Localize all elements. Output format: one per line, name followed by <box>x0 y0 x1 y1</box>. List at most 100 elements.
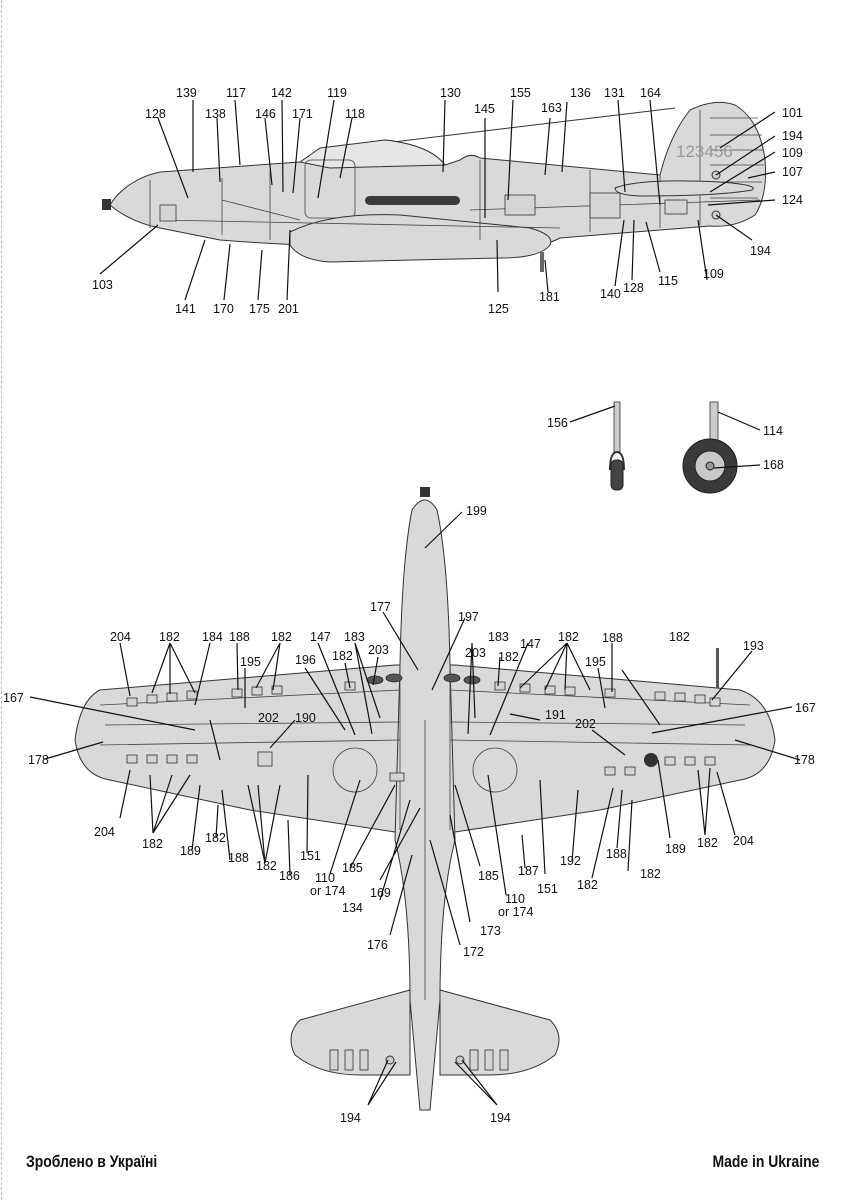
callout: 204 <box>110 630 131 644</box>
canopy <box>298 139 446 169</box>
callout: 141 <box>175 302 196 316</box>
panel <box>504 194 536 216</box>
spinner-tip <box>102 199 111 210</box>
main-gear <box>682 401 738 494</box>
callout: 128 <box>623 281 644 295</box>
callout: 167 <box>795 701 816 715</box>
stencil-dark-circle <box>644 753 658 767</box>
callout: 182 <box>498 650 519 664</box>
callout: 128 <box>145 107 166 121</box>
callout: 188 <box>229 630 250 644</box>
nose-gear <box>609 401 625 491</box>
footer-made-in-ukraine-en: Made in Ukraine <box>712 1152 819 1171</box>
callout: 147 <box>520 637 541 651</box>
callout: 107 <box>782 165 803 179</box>
callout: 182 <box>159 630 180 644</box>
callout: 182 <box>669 630 690 644</box>
callout: 151 <box>300 849 321 863</box>
callout: 173 <box>480 924 501 938</box>
callout: 185 <box>478 869 499 883</box>
callout: 182 <box>332 649 353 663</box>
tail-wheel-strut <box>540 252 544 272</box>
bottom-view-callouts: 199 177 197 204 182 184 188 182 147 183 … <box>3 504 816 1125</box>
panel <box>664 199 688 215</box>
antenna-wire <box>359 107 676 147</box>
cockpit-door <box>304 159 356 219</box>
callout: 117 <box>226 86 246 100</box>
callout: 202 <box>258 711 279 725</box>
callout: 178 <box>28 753 49 767</box>
callout: 103 <box>92 278 113 292</box>
callout: 191 <box>545 708 566 722</box>
panel <box>159 204 177 222</box>
callout: 182 <box>256 859 277 873</box>
callout: 183 <box>488 630 509 644</box>
callout: 182 <box>558 630 579 644</box>
side-view-callouts: 139 117 142 119 130 155 136 131 164 101 … <box>92 86 803 316</box>
callout: or 174 <box>498 905 533 919</box>
callout: 193 <box>743 639 764 653</box>
callout: 145 <box>474 102 495 116</box>
antenna-mast <box>716 648 719 688</box>
callout: 194 <box>340 1111 361 1125</box>
callout: 131 <box>604 86 625 100</box>
callout: 138 <box>205 107 226 121</box>
exhaust-stacks <box>365 196 460 205</box>
panel <box>589 192 621 219</box>
callout: 114 <box>763 424 783 438</box>
callout: 125 <box>488 302 509 316</box>
callout: 134 <box>342 901 363 915</box>
callout: 201 <box>278 302 299 316</box>
callout: 190 <box>295 711 316 725</box>
callout: 164 <box>640 86 661 100</box>
callout: 147 <box>310 630 331 644</box>
callout: 192 <box>560 854 581 868</box>
callout: 194 <box>490 1111 511 1125</box>
callout: 189 <box>665 842 686 856</box>
tail-number: 123456 <box>676 142 733 161</box>
callout: 118 <box>345 107 365 121</box>
callout: 130 <box>440 86 461 100</box>
callout: 189 <box>180 844 201 858</box>
callout: 185 <box>342 861 363 875</box>
callout: 109 <box>782 146 803 160</box>
callout: 172 <box>463 945 484 959</box>
callout: 182 <box>205 831 226 845</box>
callout: 199 <box>466 504 487 518</box>
callout: 136 <box>570 86 591 100</box>
side-view-leaders <box>99 99 776 301</box>
callout: or 174 <box>310 884 345 898</box>
footer-made-in-ukraine-ua: Зроблено в Україні <box>26 1152 158 1171</box>
callout: 188 <box>228 851 249 865</box>
callout: 155 <box>510 86 531 100</box>
callout: 182 <box>271 630 292 644</box>
callout: 139 <box>176 86 197 100</box>
callout: 167 <box>3 691 24 705</box>
callout: 204 <box>733 834 754 848</box>
callout: 142 <box>271 86 292 100</box>
side-view: 123456 <box>102 101 766 272</box>
callout: 187 <box>518 864 539 878</box>
callout: 194 <box>782 129 803 143</box>
bottom-view-leaders <box>29 511 801 1106</box>
callout: 203 <box>465 646 486 660</box>
callout: 183 <box>344 630 365 644</box>
callout: 156 <box>547 416 568 430</box>
callout: 182 <box>697 836 718 850</box>
spinner-tip <box>420 487 430 497</box>
callout: 195 <box>240 655 261 669</box>
callout: 101 <box>782 106 803 120</box>
callout: 171 <box>292 107 313 121</box>
callout: 110 <box>505 892 525 906</box>
callout: 188 <box>602 631 623 645</box>
callout: 110 <box>315 871 335 885</box>
callout: 169 <box>370 886 391 900</box>
callout: 124 <box>782 193 803 207</box>
callout: 177 <box>370 600 391 614</box>
gear-leaders: 156 114 168 <box>547 405 784 472</box>
callout: 175 <box>249 302 270 316</box>
callout: 182 <box>142 837 163 851</box>
callout: 196 <box>295 653 316 667</box>
callout: 202 <box>575 717 596 731</box>
